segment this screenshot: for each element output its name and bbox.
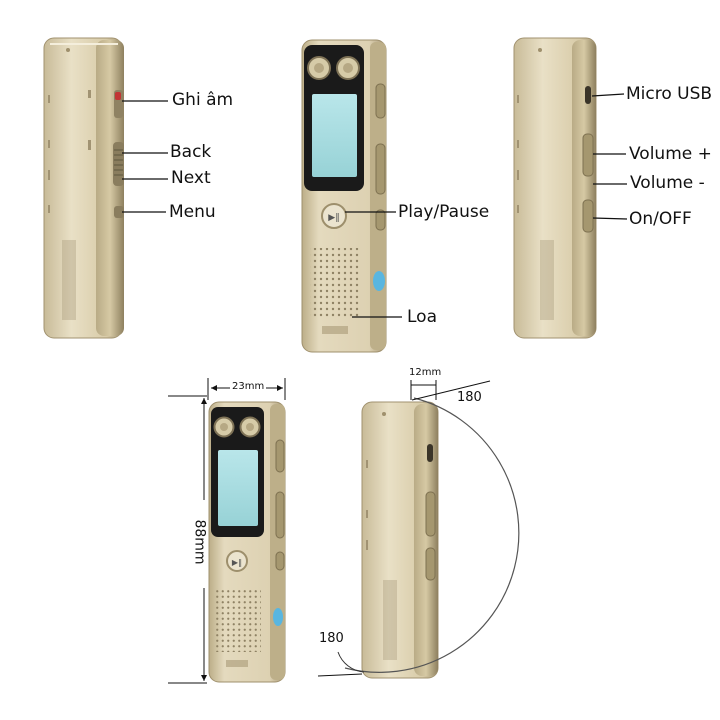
power-button [582,199,594,233]
volume-rocker [582,133,594,177]
dimension-width: 23mm [232,381,265,392]
callout-micro-usb: Micro USB [626,84,713,104]
menu-button [114,206,124,218]
callout-volume-up: Volume + [629,144,712,164]
callout-speaker: Loa [407,307,437,327]
lcd-screen [312,94,357,177]
callout-volume-down: Volume - [630,173,705,193]
device-front-dimensioned: ▶‖ [168,378,286,684]
callout-next: Next [171,168,211,188]
svg-text:▶‖: ▶‖ [328,213,339,223]
device-front-view: ▶‖ [301,39,402,353]
callout-menu: Menu [169,202,216,222]
micro-usb-port [585,86,591,104]
dimension-thickness: 12mm [409,367,442,378]
angle-bottom: 180 [319,631,344,646]
device-right-side-view [513,37,628,339]
play-pause-button [321,203,347,229]
svg-text:▶‖: ▶‖ [232,558,242,567]
speaker-grill [310,248,360,318]
device-left-side-view [43,37,168,339]
callout-power: On/OFF [629,209,692,229]
callout-back: Back [170,142,212,162]
angle-top: 180 [457,390,482,405]
blue-accent [373,271,385,291]
device-rotation-view [317,380,520,679]
callout-play-pause: Play/Pause [398,202,490,222]
dimension-height: 88mm [191,519,208,565]
callout-record: Ghi âm [172,90,234,110]
